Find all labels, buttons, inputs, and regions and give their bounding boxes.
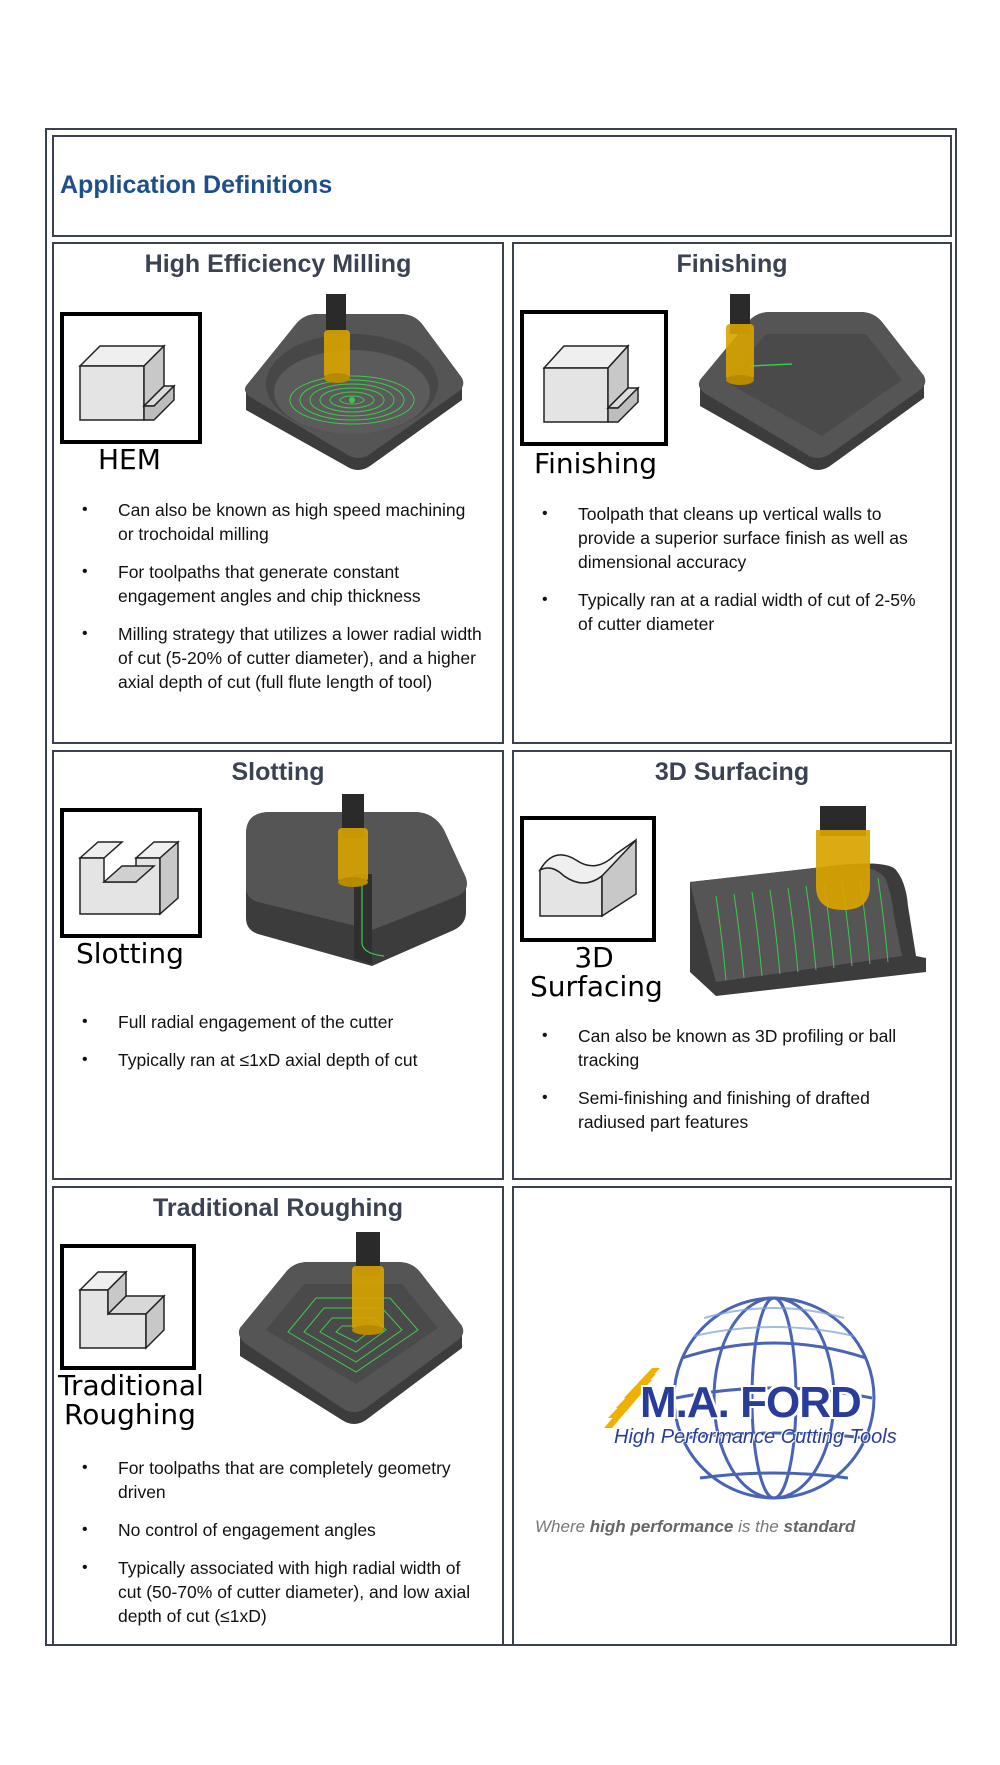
step-block-icon	[542, 344, 640, 423]
finishing-bullet-1: Toolpath that cleans up vertical walls t…	[542, 502, 932, 574]
surfacing-icon-label-line1: 3D	[574, 941, 614, 974]
header-box: Application Definitions	[52, 135, 952, 237]
cell-roughing: Traditional Roughing Traditional Roughin…	[52, 1186, 504, 1646]
finishing-bullet-2: Typically ran at a radial width of cut o…	[542, 588, 932, 636]
roughing-bullet-1: For toolpaths that are completely geomet…	[82, 1456, 482, 1504]
hem-icon-label: HEM	[98, 443, 161, 476]
logo-tagline: Where high performance is the standard	[535, 1517, 855, 1537]
surfacing-icon-label-line2: Surfacing	[530, 969, 663, 1003]
finishing-icon-label: Finishing	[534, 447, 658, 480]
finishing-icon-frame	[520, 310, 668, 446]
cell-title-surfacing: 3D Surfacing	[654, 758, 810, 786]
tagline-bold1: high performance	[589, 1517, 734, 1536]
hem-bullets: Can also be known as high speed machinin…	[82, 498, 482, 708]
cell-title-slotting: Slotting	[231, 758, 325, 786]
hem-bullet-1: Can also be known as high speed machinin…	[82, 498, 482, 546]
cell-finishing: Finishing Finishing Toolpath that cleans…	[512, 242, 952, 744]
tagline-bold2: standard	[783, 1517, 856, 1536]
cell-surfacing: 3D Surfacing 3D Surfacing Can also	[512, 750, 952, 1180]
surfacing-icon-frame	[520, 816, 656, 942]
slotting-bullets: Full radial engagement of the cutter Typ…	[82, 1010, 482, 1086]
surfacing-bullet-2: Semi-finishing and finishing of drafted …	[542, 1086, 932, 1134]
cell-hem: High Efficiency Milling HEM Can also be	[52, 242, 504, 744]
cell-title-roughing: Traditional Roughing	[153, 1194, 403, 1222]
roughing-icon-frame	[60, 1244, 196, 1370]
finishing-bullets: Toolpath that cleans up vertical walls t…	[542, 502, 932, 650]
slotting-block-illustration	[246, 794, 467, 966]
roughing-bullet-2: No control of engagement angles	[82, 1518, 482, 1542]
page-title: Application Definitions	[60, 171, 333, 199]
cell-slotting: Slotting Slotting Full radial engagement…	[52, 750, 504, 1180]
cell-title-finishing: Finishing	[676, 250, 788, 278]
ma-ford-globe-logo	[604, 1296, 876, 1500]
roughing-icon-label: Traditional Roughing	[58, 1369, 204, 1431]
step-block-icon	[78, 344, 176, 421]
hem-bullet-3: Milling strategy that utilizes a lower r…	[82, 622, 482, 694]
cell-title-hem: High Efficiency Milling	[144, 250, 412, 278]
slotting-bullet-2: Typically ran at ≤1xD axial depth of cut	[82, 1048, 482, 1072]
surfacing-icon-label: 3D Surfacing	[530, 941, 663, 1001]
slot-block-icon	[78, 840, 180, 916]
tagline-part1: Where	[535, 1517, 590, 1536]
slotting-icon-frame	[60, 808, 202, 938]
roughing-bullets: For toolpaths that are completely geomet…	[82, 1456, 482, 1642]
logo-subtitle: High Performance Cutting Tools	[614, 1426, 897, 1448]
roughing-icon-label-line2: Roughing	[64, 1397, 196, 1431]
surfacing-block-illustration	[690, 806, 926, 996]
roughing-bullet-3: Typically associated with high radial wi…	[82, 1556, 482, 1628]
finishing-pocket-illustration	[698, 294, 926, 470]
surfacing-bullets: Can also be known as 3D profiling or bal…	[542, 1024, 932, 1148]
logo-brand: M.A. FORD	[640, 1378, 862, 1427]
roughing-icon-label-line1: Traditional	[58, 1369, 204, 1402]
l-block-icon	[78, 1270, 166, 1350]
hem-bullet-2: For toolpaths that generate constant eng…	[82, 560, 482, 608]
slotting-icon-label: Slotting	[76, 937, 184, 970]
hem-icon-frame	[60, 312, 202, 444]
surfacing-bullet-1: Can also be known as 3D profiling or bal…	[542, 1024, 932, 1072]
hem-pocket-illustration	[244, 294, 464, 470]
cell-logo: M.A. FORD High Performance Cutting Tools	[512, 1186, 952, 1646]
slotting-bullet-1: Full radial engagement of the cutter	[82, 1010, 482, 1034]
roughing-pocket-illustration	[238, 1232, 464, 1424]
curved-block-icon	[538, 838, 637, 918]
tagline-part2: is the	[733, 1517, 784, 1536]
